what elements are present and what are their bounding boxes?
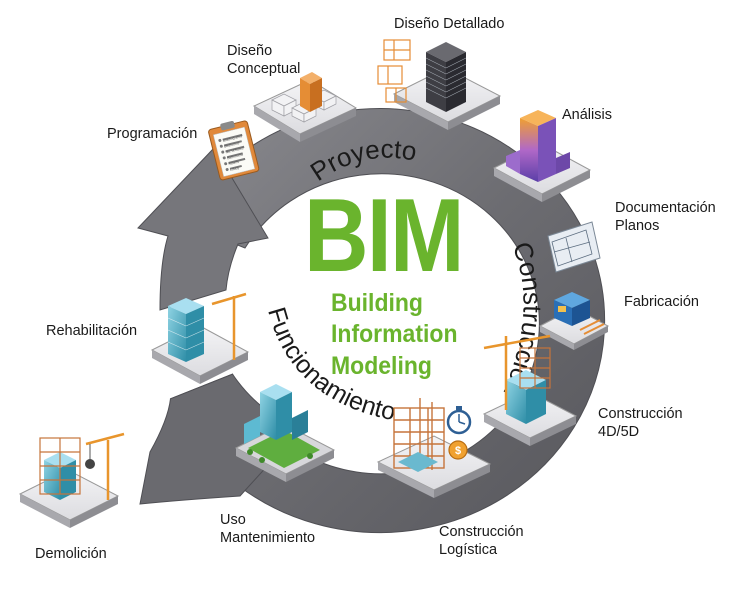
stage-label-demolicion: Demolición [35, 546, 107, 562]
stage-label-fabricacion: Fabricación [624, 294, 699, 310]
stage-label-programacion: Programación [107, 126, 198, 142]
scaffold-building-icon [376, 398, 492, 498]
stopwatch-icon [446, 406, 472, 435]
svg-text:$: $ [455, 445, 461, 457]
stage-label-construccion-4d5d: Construcción 4D/5D [598, 405, 683, 441]
analysis-tower-icon [492, 110, 592, 202]
stage-label-construccion-logistica: Construcción Logística [439, 523, 524, 559]
clipboard-icon [208, 120, 260, 181]
bim-acronym: BIM [304, 178, 465, 294]
stage-label-line: Planos [615, 218, 660, 234]
stage-label-documentacion: Documentación Planos [615, 199, 716, 235]
floor-plan-sketches-icon [377, 39, 411, 103]
construction-site-icon [482, 334, 578, 446]
maintained-building-icon [234, 384, 336, 482]
demolition-crane-icon [18, 432, 125, 528]
ring-arrowhead [137, 147, 269, 311]
stage-label-line: Documentación [615, 200, 716, 216]
bim-line-modeling: Modeling [331, 352, 432, 380]
bim-line-information: Information [331, 320, 458, 348]
coin-icon: $ [448, 440, 468, 460]
blueprint-icon [547, 221, 601, 273]
stage-label-line: Mantenimiento [220, 530, 316, 546]
city-blocks-icon [252, 72, 358, 142]
prefab-module-icon [538, 292, 610, 350]
skyscraper-icon [392, 42, 502, 130]
rehab-building-icon [150, 292, 250, 384]
stage-label-rehabilitacion: Rehabilitación [46, 323, 138, 339]
bim-line-building: Building [331, 289, 423, 317]
stage-label-line: Construcción [598, 406, 683, 422]
stage-label-diseno-detallado: Diseño Detallado [394, 16, 505, 32]
stage-label-line: Construcción [439, 524, 524, 540]
stage-label-uso-mantenimiento: Uso Mantenimiento [220, 511, 315, 547]
stage-label-analisis: Análisis [562, 107, 612, 123]
stage-label-line: 4D/5D [598, 424, 640, 440]
stage-label-line: Logística [439, 542, 498, 558]
stage-label-line: Conceptual [227, 61, 301, 77]
stage-label-diseno-conceptual: Diseño Conceptual [227, 42, 300, 78]
stage-label-line: Uso [220, 512, 246, 528]
stage-label-line: Diseño [227, 43, 273, 59]
